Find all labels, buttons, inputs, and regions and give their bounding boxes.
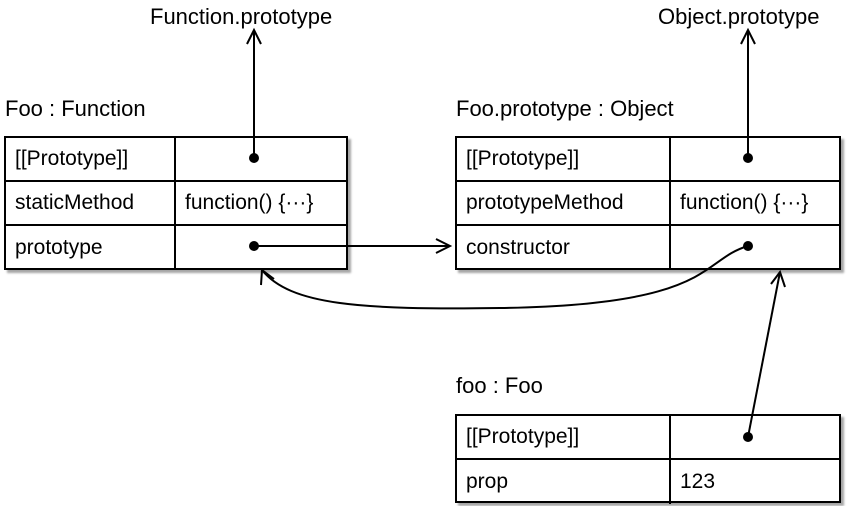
- foo-instance-title: foo : Foo: [456, 373, 543, 398]
- arrowhead: [260, 268, 275, 286]
- row-value: function() {···}: [185, 191, 314, 214]
- arrowhead: [246, 27, 262, 45]
- table-row: prop 123: [457, 460, 839, 504]
- row-value: 123: [680, 470, 716, 493]
- arrowhead: [435, 238, 453, 254]
- row-key: prototype: [6, 226, 176, 270]
- row-key: staticMethod: [6, 182, 176, 224]
- arrowhead: [740, 27, 756, 45]
- table-row: [[Prototype]]: [457, 416, 839, 460]
- row-key: [[Prototype]]: [6, 138, 176, 180]
- row-key: prototypeMethod: [457, 182, 671, 224]
- pointer-dot: [743, 241, 753, 251]
- pointer-dot: [743, 153, 753, 163]
- table-row: prototypeMethod function() {···}: [457, 182, 839, 226]
- foo-function-table: [[Prototype]] staticMethod function() {·…: [4, 136, 348, 270]
- table-row: constructor: [457, 226, 839, 270]
- object-prototype-label: Object.prototype: [658, 4, 820, 29]
- foo-function-title: Foo : Function: [5, 96, 146, 121]
- row-key: prop: [457, 460, 671, 504]
- arrowhead: [770, 269, 786, 288]
- foo-prototype-table: [[Prototype]] prototypeMethod function()…: [455, 136, 841, 270]
- table-row: [[Prototype]]: [6, 138, 346, 182]
- foo-instance-table: [[Prototype]] prop 123: [455, 414, 841, 504]
- pointer-dot: [249, 153, 259, 163]
- instance-proto-arrow: [747, 271, 781, 438]
- pointer-dot: [249, 241, 259, 251]
- row-key: [[Prototype]]: [457, 138, 671, 180]
- table-row: staticMethod function() {···}: [6, 182, 346, 226]
- row-key: constructor: [457, 226, 671, 270]
- table-row: prototype: [6, 226, 346, 270]
- constructor-arrow: [261, 245, 749, 310]
- row-key: [[Prototype]]: [457, 416, 671, 458]
- function-prototype-label: Function.prototype: [150, 4, 333, 29]
- pointer-dot: [743, 432, 753, 442]
- table-row: [[Prototype]]: [457, 138, 839, 182]
- row-value: function() {···}: [680, 191, 809, 214]
- foo-prototype-title: Foo.prototype : Object: [456, 96, 674, 121]
